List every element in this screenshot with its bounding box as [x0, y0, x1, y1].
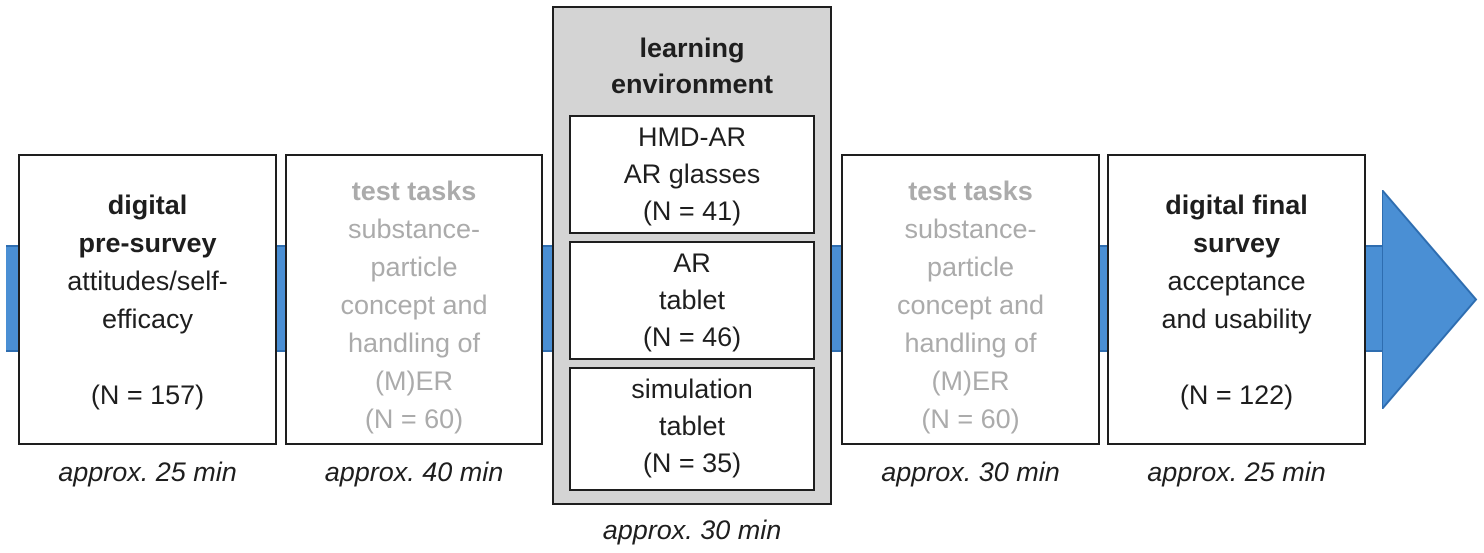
group-line: AR — [673, 248, 711, 278]
step-title-line: digital — [107, 190, 188, 220]
step-body-line: concept and — [896, 290, 1045, 320]
step-sample-size: (N = 157) — [90, 380, 205, 410]
step-final-survey-box: digital final survey acceptance and usab… — [1107, 154, 1366, 445]
step-body-line: acceptance — [1167, 266, 1306, 296]
learning-environment-title: learning environment — [554, 30, 830, 102]
group-hmd-ar-box: HMD-AR AR glasses (N = 41) — [569, 115, 815, 234]
group-line: HMD-AR — [638, 122, 746, 152]
step-body-line: substance- — [904, 214, 1037, 244]
step-title-line: test tasks — [351, 176, 477, 206]
step-title-line: pre-survey — [78, 228, 217, 258]
step-body-line: particle — [370, 252, 458, 282]
step-body-line: handling of — [347, 328, 481, 358]
duration-label: approx. 30 min — [602, 515, 782, 545]
step-title-line: test tasks — [908, 176, 1033, 206]
step-body-line: efficacy — [101, 304, 194, 334]
step-body-line: particle — [926, 252, 1015, 282]
group-line: tablet — [658, 411, 726, 441]
step-sample-size: (N = 122) — [1179, 380, 1294, 410]
step-title-line: digital final — [1165, 190, 1308, 220]
step-title-line: survey — [1192, 228, 1281, 258]
duration-label: approx. 25 min — [1147, 457, 1326, 487]
group-ar-tablet-box: AR tablet (N = 46) — [569, 241, 815, 360]
group-sample-size: (N = 35) — [642, 448, 742, 478]
step-body-line: (M)ER — [931, 366, 1010, 396]
duration-label: approx. 30 min — [881, 457, 1060, 487]
duration-label: approx. 25 min — [58, 457, 237, 487]
step-pre-survey-box: digital pre-survey attitudes/self- effic… — [18, 154, 277, 445]
step-post-test-tasks-box: test tasks substance- particle concept a… — [841, 154, 1100, 445]
group-simulation-tablet-box: simulation tablet (N = 35) — [569, 367, 815, 491]
group-line: tablet — [658, 285, 726, 315]
step-body-line: and usability — [1161, 304, 1312, 334]
step-title-line: learning — [639, 33, 745, 63]
step-body-line: (M)ER — [375, 366, 453, 396]
step-body-line: attitudes/self- — [67, 266, 228, 296]
step-sample-size: (N = 60) — [921, 404, 1020, 434]
group-sample-size: (N = 41) — [642, 196, 742, 226]
step-pre-test-tasks-box: test tasks substance- particle concept a… — [285, 154, 543, 445]
step-body-line: handling of — [904, 328, 1037, 358]
process-arrow-head — [1382, 190, 1478, 409]
duration-label: approx. 40 min — [324, 457, 504, 487]
step-sample-size: (N = 60) — [364, 404, 464, 434]
group-sample-size: (N = 46) — [642, 322, 742, 352]
step-body-line: substance- — [347, 214, 481, 244]
group-line: AR glasses — [623, 159, 761, 189]
step-title-line: environment — [610, 69, 774, 99]
group-line: simulation — [631, 374, 753, 404]
step-body-line: concept and — [340, 290, 488, 320]
learning-environment-box: learning environment HMD-AR AR glasses (… — [552, 6, 832, 505]
